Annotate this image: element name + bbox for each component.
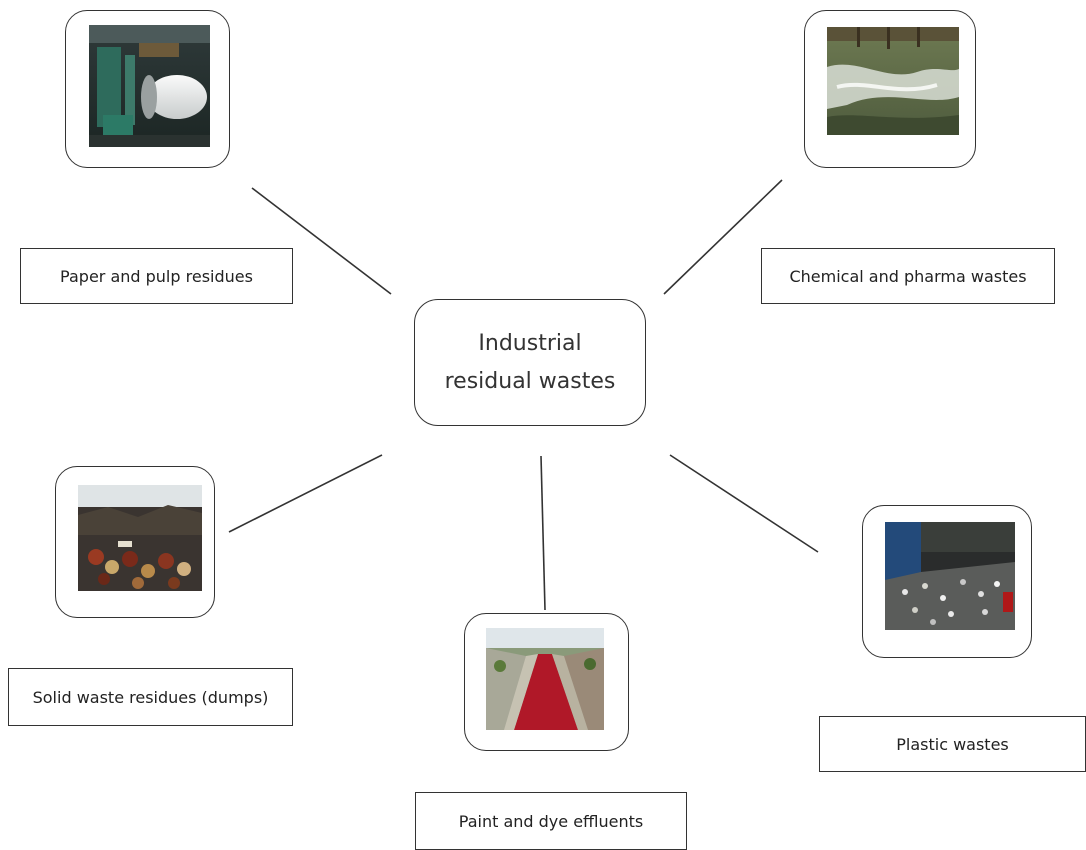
center-node: Industrial residual wastes [414,299,646,426]
paint-label-box: Paint and dye effluents [415,792,687,850]
plastic-label-box: Plastic wastes [819,716,1086,772]
connector-plastic [669,454,819,553]
paper-label-box: Paper and pulp residues [20,248,293,304]
chemical-image-frame [804,10,976,168]
chemical-label-box: Chemical and pharma wastes [761,248,1055,304]
solid-image-frame [55,466,215,618]
solid-label-box: Solid waste residues (dumps) [8,668,293,726]
dye-channel-photo [486,628,604,730]
plastic-debris-photo [885,522,1015,630]
connector-chemical [663,179,783,295]
paper-label: Paper and pulp residues [60,266,253,286]
connector-solid [228,454,383,533]
solid-label: Solid waste residues (dumps) [32,687,269,707]
connector-paint [540,455,546,611]
effluent-discharge-photo [827,27,959,135]
plastic-label: Plastic wastes [896,734,1009,754]
paper-mill-photo [89,25,210,147]
center-title: Industrial residual wastes [444,330,616,394]
plastic-image-frame [862,505,1032,658]
paint-image-frame [464,613,629,751]
chemical-label: Chemical and pharma wastes [789,266,1027,286]
paint-label: Paint and dye effluents [458,811,644,831]
waste-dump-photo [78,485,202,591]
connector-paper [251,187,392,295]
paper-image-frame [65,10,230,168]
